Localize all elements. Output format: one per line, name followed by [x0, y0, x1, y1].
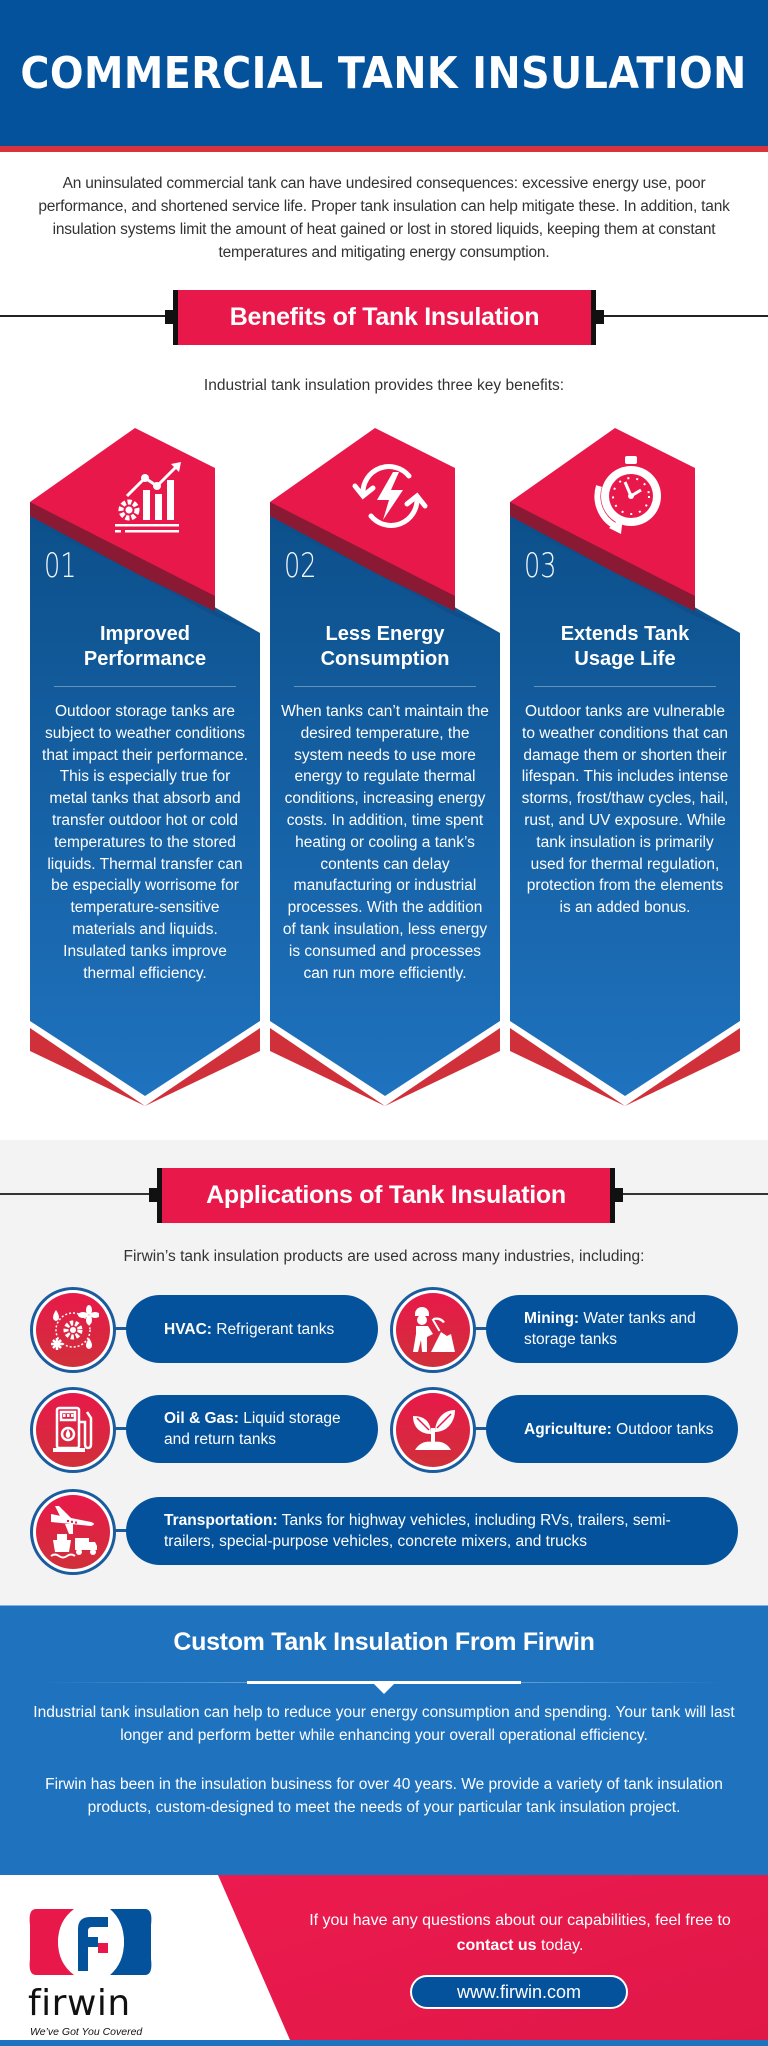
custom-heading: Custom Tank Insulation From Firwin: [173, 1628, 595, 1656]
logo-tagline: We’ve Got You Covered: [30, 2026, 143, 2038]
card-number: 02: [284, 546, 317, 586]
application-pill: Mining: Water tanks and storage tanks: [486, 1295, 738, 1363]
application-item: Transportation: Tanks for highway vehicl…: [30, 1489, 738, 1575]
stopwatch-cycle-icon: [585, 456, 675, 536]
custom-paragraph-1: Industrial tank insulation can help to r…: [33, 1704, 735, 1744]
card-title-line: Less Energy: [325, 623, 445, 645]
benefits-heading: Benefits of Tank Insulation: [229, 303, 540, 331]
application-text: Outdoor tanks: [611, 1420, 714, 1438]
card-body: Outdoor tanks are vulnerable to weather …: [521, 703, 729, 917]
banner-nub: [165, 310, 173, 324]
benefits-subheading: Industrial tank insulation provides thre…: [203, 377, 565, 394]
connector: [114, 1327, 128, 1330]
application-pill: Agriculture: Outdoor tanks: [486, 1395, 738, 1463]
connector: [474, 1427, 488, 1430]
card-title-line: Consumption: [320, 648, 450, 670]
icon-circle: [30, 1287, 116, 1373]
application-item: Mining: Water tanks and storage tanks: [390, 1287, 738, 1373]
logo-wordmark: firwin: [28, 1983, 131, 2024]
application-pill: Transportation: Tanks for highway vehicl…: [126, 1497, 738, 1565]
icon-circle: [30, 1489, 116, 1575]
card-title: Improved Performance: [30, 622, 260, 672]
card-title: Less Energy Consumption: [270, 622, 500, 672]
mining-icon: [413, 1307, 455, 1352]
banner-nub: [596, 310, 604, 324]
application-text: Tanks for highway vehicles, including RV…: [164, 1512, 671, 1550]
benefit-card: 01 Improved Performance Outdoor storage …: [30, 426, 260, 1106]
card-title: Extends Tank Usage Life: [510, 622, 740, 672]
card-divider: [534, 686, 716, 687]
card-title-line: Usage Life: [574, 648, 676, 670]
applications-section: Applications of Tank Insulation Firwin’s…: [0, 1140, 768, 1605]
icon-circle: [390, 1387, 476, 1473]
application-label: HVAC:: [164, 1320, 212, 1338]
card-shape: [510, 428, 740, 1106]
application-item: Agriculture: Outdoor tanks: [390, 1387, 738, 1473]
icon-circle: [30, 1387, 116, 1473]
card-title-line: Extends Tank: [560, 623, 690, 645]
hvac-icon: [51, 1305, 99, 1350]
intro-paragraph: An uninsulated commercial tank can have …: [38, 175, 730, 261]
application-label: Transportation:: [164, 1512, 278, 1529]
banner-nub: [149, 1188, 157, 1202]
application-pill: Oil & Gas: Liquid storage and return tan…: [126, 1395, 378, 1463]
transportation-icon: [50, 1506, 97, 1559]
firwin-logo-mark: [29, 1909, 152, 1975]
fuel-pump-icon: [53, 1406, 93, 1452]
connector: [474, 1327, 488, 1330]
application-label: Mining:: [524, 1310, 580, 1327]
applications-banner: Applications of Tank Insulation: [149, 1168, 623, 1223]
card-body: Outdoor storage tanks are subject to wea…: [42, 703, 248, 982]
connector: [114, 1529, 128, 1532]
gear-chart-growth-icon: [105, 456, 195, 536]
custom-insulation-section: Custom Tank Insulation From Firwin Indus…: [0, 1605, 768, 1875]
firwin-logo[interactable]: firwin We’ve Got You Covered: [28, 1905, 153, 2038]
application-text: Liquid storage and return tanks: [164, 1410, 341, 1448]
icon-circle: [390, 1287, 476, 1373]
contact-us-link[interactable]: contact us: [456, 1937, 537, 1954]
cta-text: today.: [536, 1937, 584, 1954]
application-item: HVAC: Refrigerant tanks: [30, 1287, 378, 1373]
plant-icon: [413, 1410, 455, 1450]
card-shape: [30, 428, 260, 1106]
card-number: 03: [524, 546, 557, 586]
divider-accent: [247, 1681, 521, 1684]
header-stripe: [0, 146, 768, 152]
banner-nub: [615, 1188, 623, 1202]
page-title: COMMERCIAL TANK INSULATION: [20, 47, 748, 99]
application-label: Agriculture:: [524, 1420, 612, 1438]
custom-paragraph-2: Firwin has been in the insulation busine…: [45, 1776, 723, 1816]
footer-stripe: [0, 2040, 768, 2046]
energy-cycle-icon: [345, 456, 435, 536]
connector: [114, 1427, 128, 1430]
card-body: When tanks can’t maintain the desired te…: [281, 703, 489, 982]
card-title-line: Improved: [99, 623, 191, 645]
benefit-card: 03 Extends Tank Usage Life Outdoor tanks…: [510, 426, 740, 1106]
application-text: Water tanks and storage tanks: [524, 1310, 696, 1348]
application-label: Oil & Gas:: [164, 1410, 239, 1427]
applications-heading: Applications of Tank Insulation: [206, 1181, 566, 1209]
application-item: Oil & Gas: Liquid storage and return tan…: [30, 1387, 378, 1473]
footer: firwin We’ve Got You Covered If you have…: [0, 1875, 768, 2046]
application-pill: HVAC: Refrigerant tanks: [126, 1295, 378, 1363]
website-button[interactable]: www.firwin.com: [410, 1975, 628, 2009]
benefit-card: 02 Less Energy Consumption When tanks ca…: [270, 426, 500, 1106]
card-number: 01: [44, 546, 77, 586]
divider-pointer: [374, 1684, 394, 1694]
footer-red-panel: [218, 1875, 768, 2040]
applications-subheading: Firwin’s tank insulation products are us…: [123, 1248, 645, 1265]
card-divider: [294, 686, 476, 687]
page-header: COMMERCIAL TANK INSULATION: [0, 0, 768, 146]
card-title-line: Performance: [83, 648, 207, 670]
benefits-banner: Benefits of Tank Insulation: [165, 290, 604, 345]
application-text: Refrigerant tanks: [211, 1320, 335, 1338]
contact-cta: If you have any questions about our capa…: [300, 1908, 740, 1958]
card-divider: [54, 686, 236, 687]
cta-text: If you have any questions about our capa…: [309, 1912, 731, 1929]
